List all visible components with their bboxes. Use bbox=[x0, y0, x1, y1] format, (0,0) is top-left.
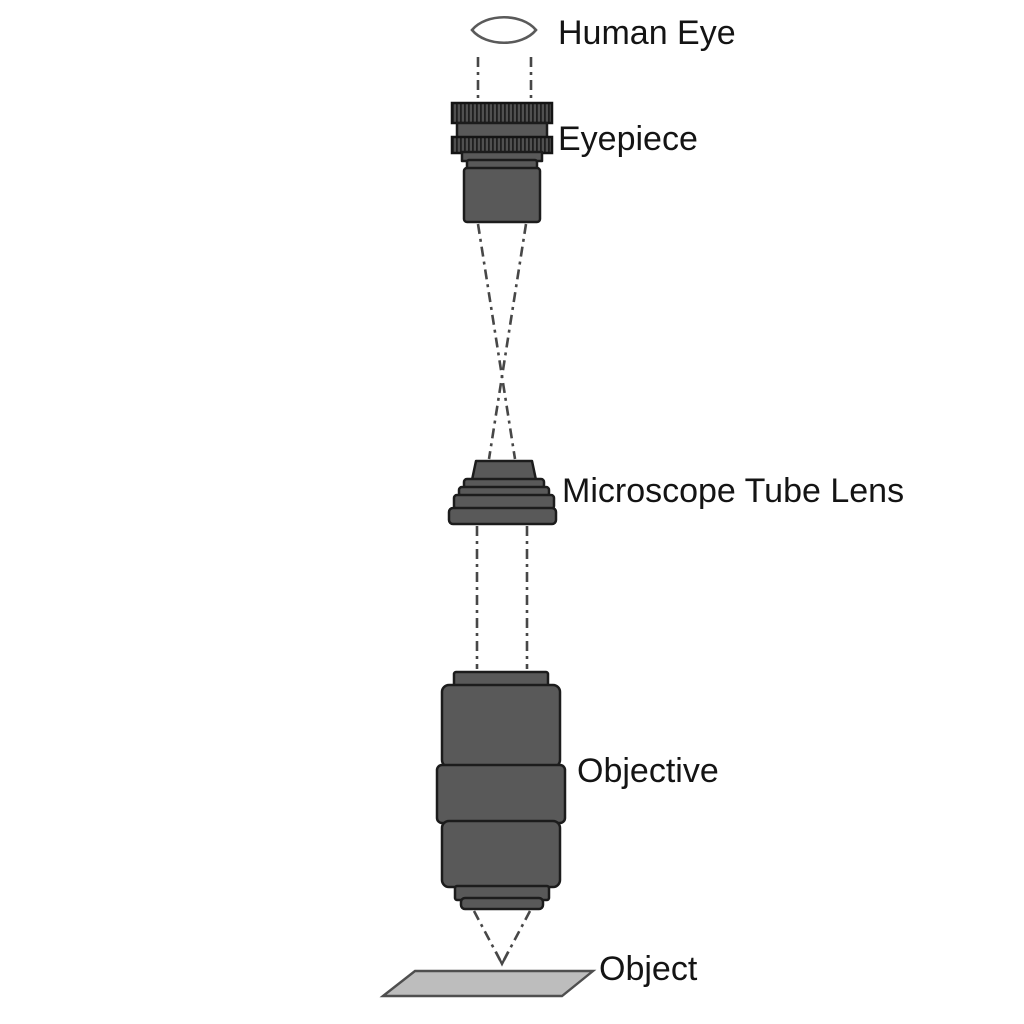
label-object: Object bbox=[599, 950, 698, 988]
objective-middle-band bbox=[435, 763, 567, 825]
tube-lens-base-flange bbox=[447, 506, 558, 526]
ray-objective-object-left bbox=[472, 910, 502, 961]
objective-front-tip bbox=[459, 896, 545, 911]
objective-lower-body bbox=[440, 819, 562, 889]
eyepiece-knurl-top bbox=[450, 101, 554, 125]
eyepiece-knurl-bottom bbox=[450, 135, 554, 155]
objective-icon bbox=[435, 670, 567, 911]
ray-eyepiece-tubelens-right bbox=[487, 223, 528, 460]
tube-lens-icon bbox=[447, 459, 558, 526]
eyepiece-barrel bbox=[462, 166, 542, 224]
label-tube-lens: Microscope Tube Lens bbox=[562, 472, 904, 510]
label-objective: Objective bbox=[577, 752, 719, 790]
objective-upper-body bbox=[440, 683, 562, 769]
focus-arrowhead-icon bbox=[494, 951, 510, 967]
ray-eyepiece-tubelens-left bbox=[476, 223, 517, 460]
object-plane-icon bbox=[379, 969, 597, 998]
label-human-eye: Human Eye bbox=[558, 14, 736, 52]
tube-lens-top-block bbox=[470, 459, 538, 482]
eyepiece-icon bbox=[450, 101, 554, 224]
human-eye-lens-icon bbox=[470, 16, 538, 44]
ray-objective-object-right bbox=[502, 910, 532, 961]
label-eyepiece: Eyepiece bbox=[558, 120, 698, 158]
